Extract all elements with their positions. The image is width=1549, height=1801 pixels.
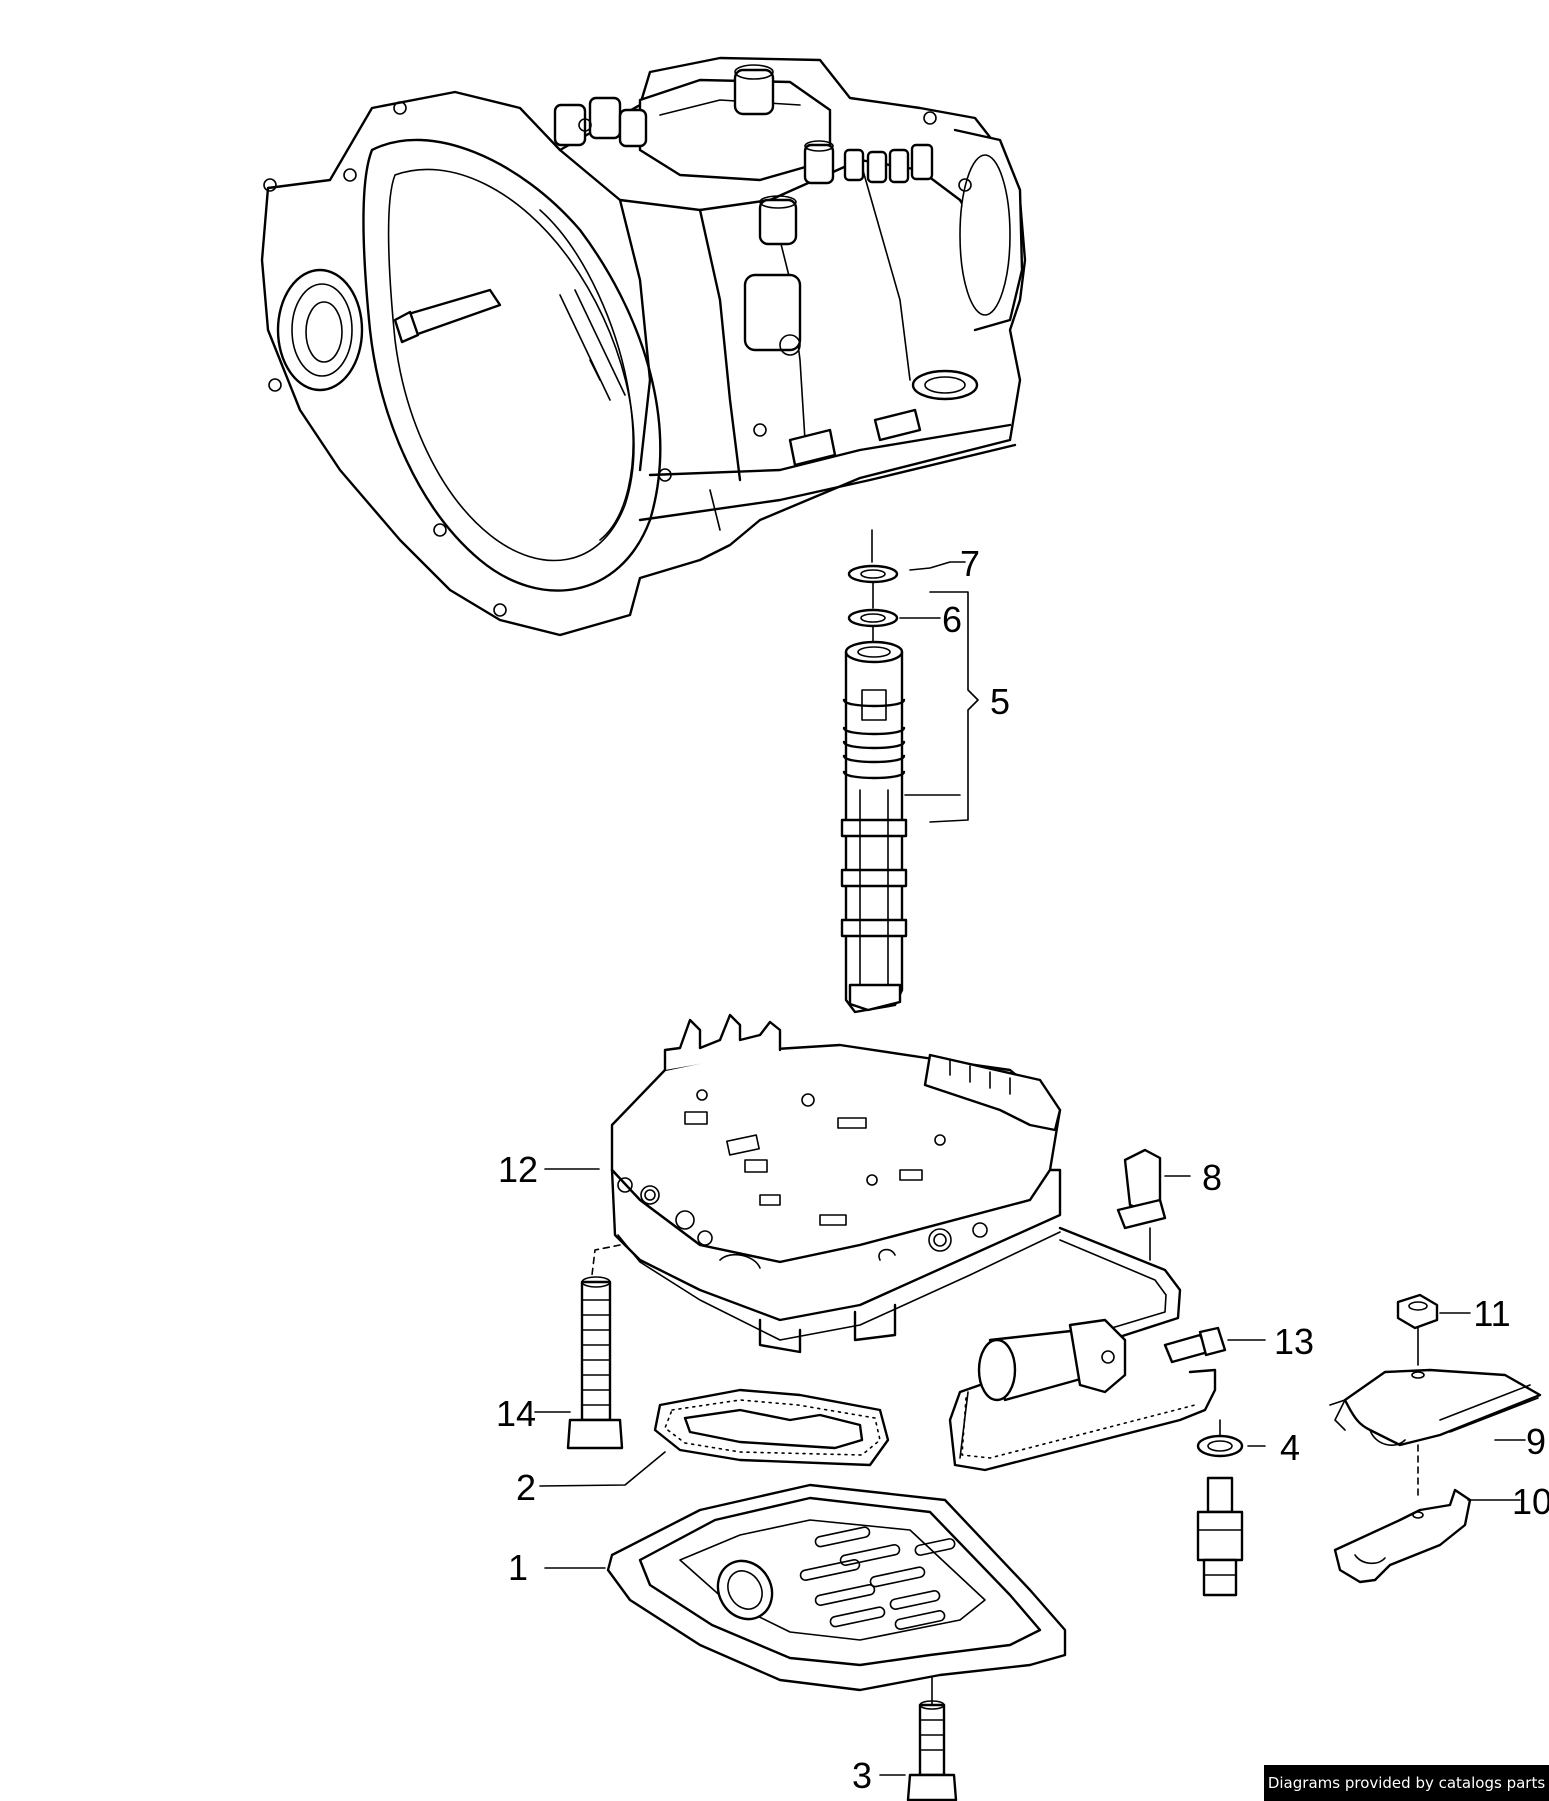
- credit-badge: Diagrams provided by catalogs parts: [1264, 1765, 1549, 1801]
- callout-labels: 1 2 3 4 5 6 7 8 9 10 11 12 13 14: [496, 543, 1549, 1796]
- callout-10: 10: [1512, 1481, 1549, 1522]
- callout-6: 6: [942, 599, 962, 640]
- temperature-sender-4: [1196, 1419, 1244, 1597]
- callout-4: 4: [1280, 1427, 1300, 1468]
- callout-14: 14: [496, 1393, 536, 1434]
- leader-lines: [534, 561, 1526, 1776]
- callout-13: 13: [1274, 1321, 1314, 1362]
- bracket-parts: [1329, 1293, 1542, 1584]
- callout-7: 7: [960, 543, 980, 584]
- filter-spring-assembly: [840, 529, 908, 1014]
- retaining-clip-8: [1116, 1148, 1167, 1261]
- pipe-assembly: [948, 1226, 1227, 1472]
- oil-pan-1: [606, 1483, 1067, 1771]
- bolt-14: [566, 1244, 624, 1450]
- callout-3: 3: [852, 1755, 872, 1796]
- gasket-2: [653, 1388, 890, 1467]
- callout-8: 8: [1202, 1157, 1222, 1198]
- callout-9: 9: [1526, 1421, 1546, 1462]
- seal-ring-7: [847, 564, 899, 584]
- callout-12: 12: [498, 1149, 538, 1190]
- callout-11: 11: [1473, 1293, 1510, 1334]
- callout-2: 2: [516, 1467, 536, 1508]
- o-ring-6: [847, 608, 899, 628]
- bolt-3: [906, 1700, 958, 1801]
- valve-body: [610, 1013, 1062, 1354]
- callout-5: 5: [990, 681, 1010, 722]
- transmission-housing: [260, 56, 1027, 637]
- callout-1: 1: [508, 1547, 528, 1588]
